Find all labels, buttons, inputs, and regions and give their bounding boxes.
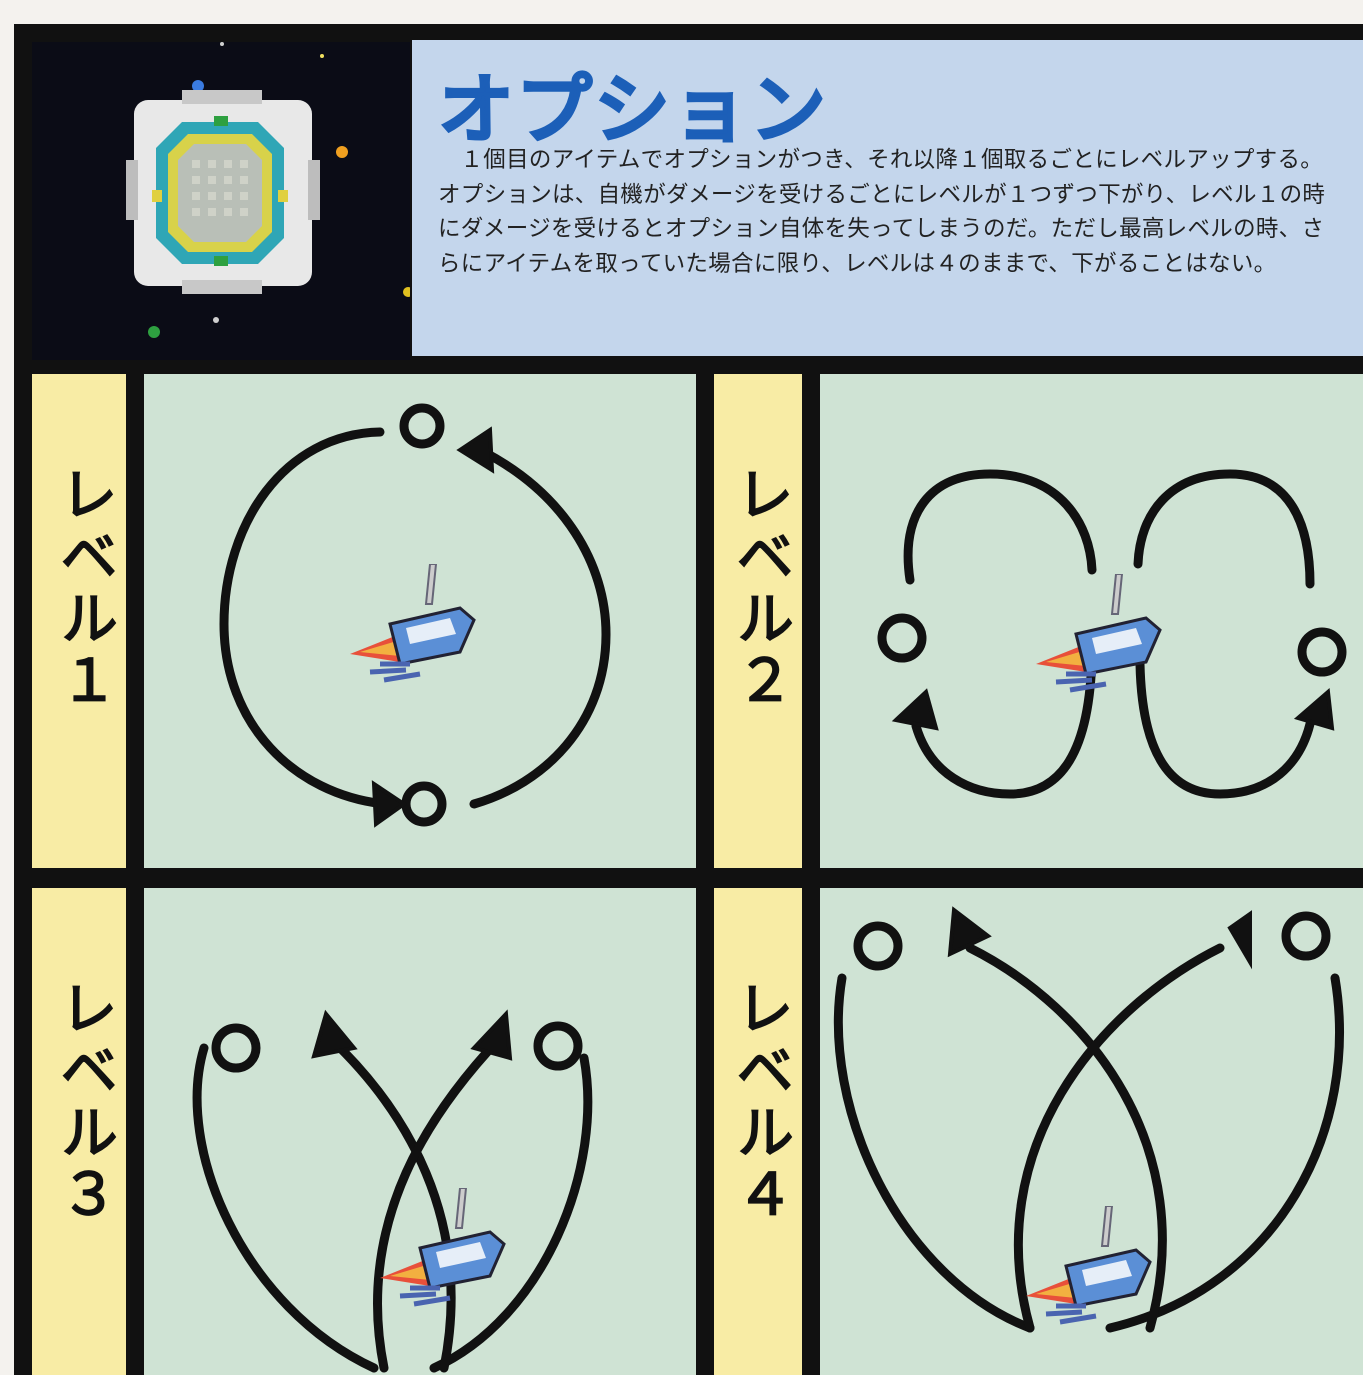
level-3-diagram [144, 888, 696, 1375]
level-2-label-panel: レベル２ [714, 374, 802, 868]
description-text: １個目のアイテムでオプションがつき、それ以降１個取るごとにレベルアップする。オプ… [438, 143, 1338, 281]
arrow-head [474, 1014, 510, 1058]
orbit-path [1138, 474, 1310, 584]
option-marker [216, 1028, 256, 1068]
level-3-label: レベル３ [32, 978, 126, 1226]
player-ship [1016, 1206, 1156, 1330]
option-marker [1302, 632, 1342, 672]
level-1-label: レベル１ [32, 464, 126, 712]
orbit-path [908, 474, 1092, 580]
level-1-label-panel: レベル１ [32, 374, 126, 868]
player-ship [370, 1188, 510, 1312]
level-3-label-panel: レベル３ [32, 888, 126, 1375]
option-marker [538, 1026, 578, 1066]
option-marker [404, 408, 440, 444]
orbit-path [197, 1048, 374, 1368]
option-page: オプション １個目のアイテムでオプションがつき、それ以降１個取るごとにレベルアッ… [14, 24, 1363, 1375]
player-ship [340, 564, 480, 688]
arrow-head [896, 692, 936, 728]
orbit-path [838, 978, 1030, 1328]
option-marker [858, 926, 898, 966]
orbit-path [474, 452, 606, 804]
level-2-label: レベル２ [714, 464, 802, 712]
option-marker [882, 618, 922, 658]
level-4-label-panel: レベル４ [714, 888, 802, 1375]
option-item-screenshot [32, 42, 410, 360]
arrow-head [1230, 914, 1250, 962]
arrow-head [314, 1014, 354, 1056]
arrow-head [460, 430, 492, 470]
option-marker [406, 786, 442, 822]
player-ship [1026, 574, 1166, 698]
level-4-diagram [820, 888, 1363, 1375]
arrow-head [374, 784, 404, 824]
level-4-label: レベル４ [714, 978, 802, 1226]
level-1-diagram [144, 374, 696, 868]
arrow-head [1298, 692, 1332, 728]
option-marker [1286, 916, 1326, 956]
page-title: オプション [438, 48, 828, 158]
header-panel: オプション １個目のアイテムでオプションがつき、それ以降１個取るごとにレベルアッ… [412, 40, 1363, 356]
level-2-diagram [820, 374, 1363, 868]
